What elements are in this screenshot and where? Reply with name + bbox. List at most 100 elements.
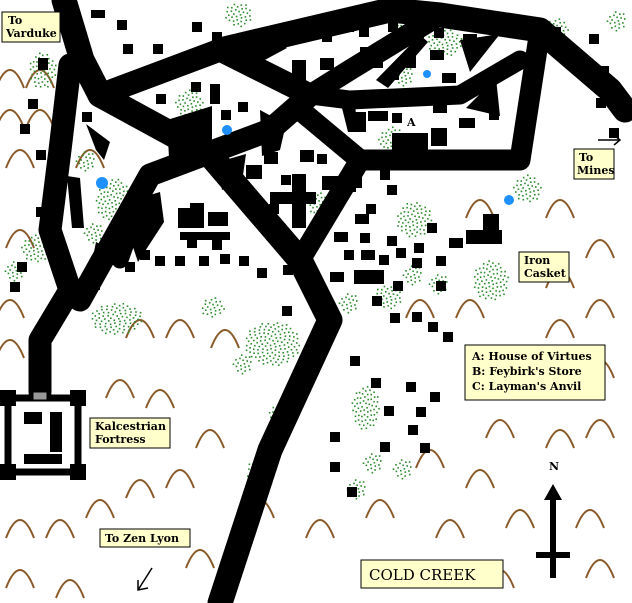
building bbox=[212, 240, 222, 250]
building bbox=[344, 250, 354, 260]
sign-to-mines-line2: Mines bbox=[577, 164, 615, 177]
building bbox=[269, 204, 279, 214]
road bbox=[301, 6, 449, 104]
building bbox=[388, 22, 398, 32]
sign-fortress-line2: Fortress bbox=[95, 433, 146, 446]
building bbox=[368, 111, 388, 121]
building bbox=[320, 58, 334, 70]
building bbox=[90, 280, 100, 290]
compass-north-label: N bbox=[549, 460, 559, 473]
building bbox=[408, 425, 418, 435]
building bbox=[396, 248, 406, 258]
sign-to-varduke-line2: Varduke bbox=[5, 27, 57, 40]
building bbox=[330, 462, 340, 472]
building bbox=[599, 66, 609, 76]
building bbox=[322, 176, 344, 190]
pond-marker bbox=[423, 70, 431, 78]
building bbox=[360, 233, 370, 243]
building bbox=[342, 182, 356, 192]
sign-to-mines: To Mines bbox=[573, 134, 622, 180]
mountain-icon bbox=[0, 69, 25, 89]
sign-to-varduke: To Varduke bbox=[1, 11, 61, 43]
building bbox=[373, 58, 383, 68]
building bbox=[212, 32, 222, 42]
legend: A: House of Virtues B: Feybirk's Store C… bbox=[464, 344, 606, 401]
mountain-icon bbox=[55, 579, 85, 599]
roads bbox=[28, 0, 632, 603]
mountain-icon bbox=[25, 109, 55, 129]
building bbox=[300, 150, 314, 162]
sign-fortress-line1: Kalcestrian bbox=[95, 420, 166, 433]
building bbox=[334, 232, 348, 242]
building bbox=[208, 212, 228, 226]
building bbox=[380, 442, 390, 452]
marker-a: A bbox=[406, 116, 416, 129]
north-arrow-icon bbox=[536, 484, 570, 578]
building bbox=[431, 128, 447, 146]
mountain-icon bbox=[545, 199, 575, 219]
building bbox=[427, 223, 437, 233]
building bbox=[17, 262, 27, 272]
road bbox=[113, 168, 157, 267]
building bbox=[239, 256, 249, 266]
sign-iron-casket-line2: Casket bbox=[524, 267, 567, 280]
pond-marker bbox=[222, 125, 232, 135]
mountain-icon bbox=[85, 499, 115, 519]
building bbox=[433, 103, 447, 113]
mountain-icon bbox=[5, 519, 35, 539]
building bbox=[380, 170, 390, 180]
mountain-icon bbox=[585, 299, 615, 319]
building bbox=[430, 50, 444, 60]
building bbox=[210, 84, 220, 104]
building bbox=[361, 250, 375, 260]
building bbox=[390, 313, 400, 323]
building bbox=[191, 82, 201, 92]
building bbox=[372, 296, 382, 306]
building bbox=[67, 176, 84, 228]
building bbox=[412, 312, 422, 322]
mountain-icon bbox=[305, 519, 335, 539]
arrow-down-left-icon bbox=[137, 567, 153, 591]
road bbox=[291, 21, 549, 169]
building bbox=[175, 256, 185, 266]
map-title: COLD CREEK bbox=[360, 559, 504, 589]
building bbox=[156, 94, 166, 104]
building bbox=[359, 27, 369, 37]
building bbox=[317, 154, 327, 164]
arrow-right-icon bbox=[598, 134, 622, 146]
building bbox=[596, 98, 606, 108]
building bbox=[430, 392, 440, 402]
building bbox=[451, 12, 461, 22]
building bbox=[238, 102, 248, 112]
mountain-icon bbox=[0, 109, 25, 129]
building bbox=[589, 34, 599, 44]
mountain-icon bbox=[485, 419, 515, 439]
road bbox=[30, 55, 80, 402]
building bbox=[420, 443, 430, 453]
building bbox=[252, 212, 262, 222]
building bbox=[436, 281, 446, 291]
mountain-icon bbox=[105, 379, 135, 399]
building bbox=[140, 250, 150, 260]
building bbox=[460, 34, 500, 72]
building bbox=[350, 356, 360, 366]
mountain-icon bbox=[465, 199, 495, 219]
building bbox=[489, 110, 499, 120]
building bbox=[167, 106, 212, 164]
building bbox=[282, 306, 292, 316]
building bbox=[371, 378, 381, 388]
mountain-icon bbox=[75, 149, 105, 169]
building bbox=[376, 35, 428, 88]
building bbox=[466, 78, 500, 116]
building bbox=[379, 255, 389, 265]
building bbox=[92, 242, 104, 270]
sign-to-mines-line1: To bbox=[579, 151, 593, 164]
building bbox=[298, 26, 308, 36]
mountain-icon bbox=[0, 339, 25, 359]
sign-iron-casket: Iron Casket bbox=[518, 251, 570, 283]
building bbox=[264, 152, 278, 164]
mountain-icon bbox=[405, 299, 435, 319]
building bbox=[459, 118, 475, 128]
building bbox=[490, 14, 500, 24]
sign-to-zen-lyon: To Zen Lyon bbox=[99, 528, 191, 591]
